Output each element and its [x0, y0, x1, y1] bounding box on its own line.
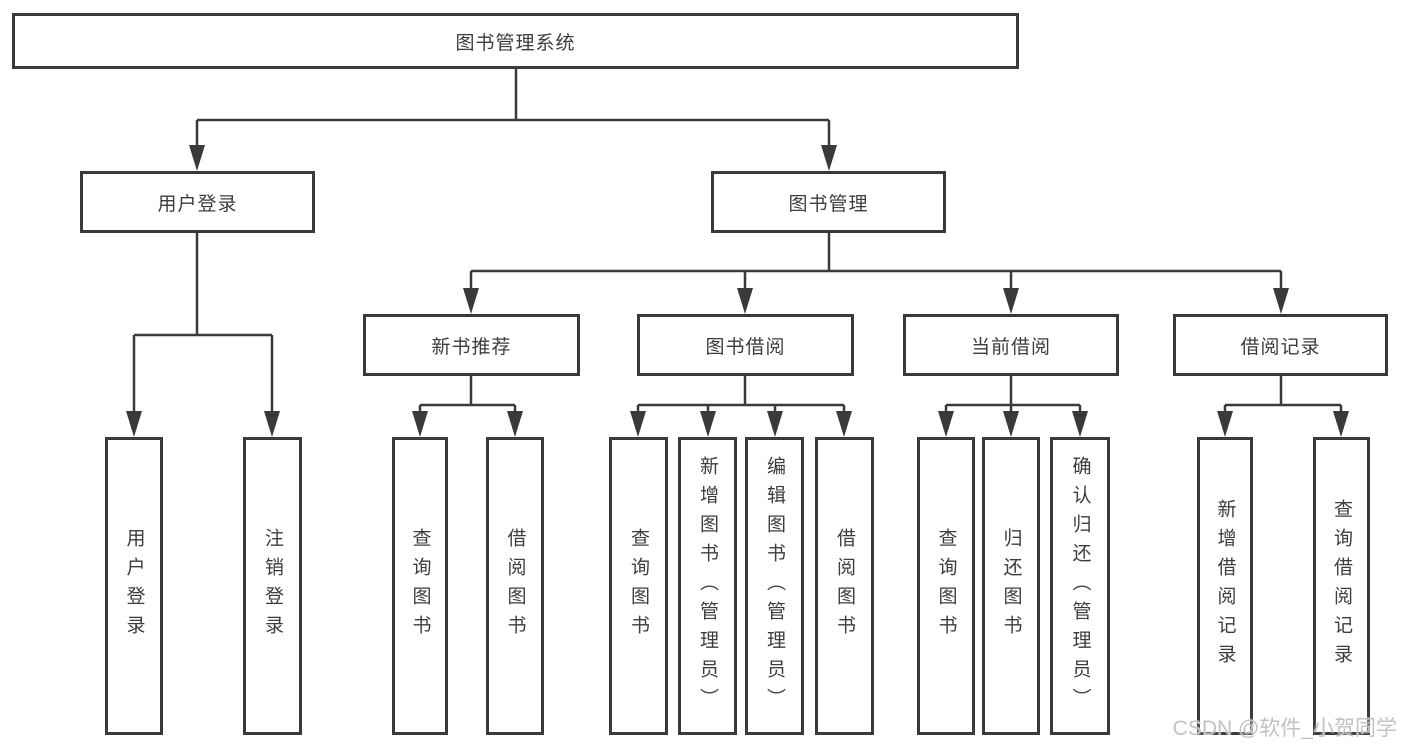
- node-user-login-label: 用户登录: [157, 193, 238, 215]
- arrowhead-icon: [189, 145, 205, 171]
- node-current-borrowing-label: 当前借阅: [970, 336, 1051, 358]
- arrowhead-icon: [507, 411, 523, 437]
- arrowhead-icon: [767, 411, 783, 437]
- arrowhead-icon: [1003, 288, 1019, 314]
- node-bb-query-books: 查询图书: [609, 437, 668, 735]
- arrowhead-icon: [1003, 411, 1019, 437]
- node-cb-confirm-return-admin-label: 确认归还（管理员）: [1069, 455, 1091, 717]
- node-cb-return-books: 归还图书: [982, 437, 1040, 735]
- node-user-login: 用户登录: [80, 171, 315, 233]
- node-rec-borrow-books: 借阅图书: [486, 437, 544, 735]
- arrowhead-icon: [1273, 288, 1289, 314]
- arrowhead-icon: [412, 411, 428, 437]
- connector-newbookrec-to-children: [418, 376, 517, 415]
- arrowhead-icon: [1333, 411, 1349, 437]
- node-borrowing-records: 借阅记录: [1173, 314, 1388, 376]
- node-rec-query-books: 查询图书: [392, 437, 448, 735]
- connector-userlogin-to-children: [132, 233, 274, 415]
- arrowhead-icon: [700, 411, 716, 437]
- connector-root-to-level2: [195, 69, 831, 150]
- arrowhead-icon: [737, 288, 753, 314]
- arrowheads: [126, 145, 1349, 437]
- node-book-borrowing: 图书借阅: [637, 314, 854, 376]
- node-cb-query-books: 查询图书: [917, 437, 975, 735]
- arrowhead-icon: [1072, 411, 1088, 437]
- node-bb-add-books-admin-label: 新增图书（管理员）: [697, 455, 718, 717]
- node-logout-action: 注销登录: [243, 437, 302, 735]
- node-user-login-action: 用户登录: [105, 437, 163, 735]
- connector-borrowrecords-to-children: [1223, 376, 1343, 415]
- node-br-query-record: 查询借阅记录: [1313, 437, 1370, 735]
- node-book-management: 图书管理: [711, 171, 946, 233]
- node-br-add-record: 新增借阅记录: [1197, 437, 1253, 735]
- connector-bookmgmt-to-level3: [469, 233, 1283, 292]
- node-br-add-record-label: 新增借阅记录: [1214, 499, 1236, 673]
- arrowhead-icon: [463, 288, 479, 314]
- node-bb-borrow-books: 借阅图书: [815, 437, 874, 735]
- arrowhead-icon: [938, 411, 954, 437]
- node-new-book-recommendation: 新书推荐: [363, 314, 580, 376]
- connector-currentborrow-to-children: [944, 376, 1082, 415]
- node-user-login-action-label: 用户登录: [123, 528, 145, 644]
- node-logout-action-label: 注销登录: [262, 528, 283, 644]
- node-current-borrowing: 当前借阅: [903, 314, 1119, 376]
- node-cb-query-books-label: 查询图书: [935, 528, 957, 644]
- arrowhead-icon: [836, 411, 852, 437]
- connector-bookborrow-to-children: [636, 376, 846, 415]
- node-rec-query-books-label: 查询图书: [409, 528, 431, 644]
- csdn-watermark: CSDN @软件_小贺同学: [1172, 717, 1397, 740]
- node-new-book-recommendation-label: 新书推荐: [431, 336, 512, 358]
- node-cb-confirm-return-admin: 确认归还（管理员）: [1050, 437, 1110, 735]
- arrowhead-icon: [264, 411, 280, 437]
- arrowhead-icon: [821, 145, 837, 171]
- node-cb-return-books-label: 归还图书: [1000, 528, 1022, 644]
- node-book-management-label: 图书管理: [788, 193, 869, 215]
- node-rec-borrow-books-label: 借阅图书: [504, 528, 526, 644]
- node-bb-add-books-admin: 新增图书（管理员）: [678, 437, 737, 735]
- node-bb-edit-books-admin: 编辑图书（管理员）: [745, 437, 804, 735]
- node-bb-edit-books-admin-label: 编辑图书（管理员）: [764, 455, 785, 717]
- node-book-borrowing-label: 图书借阅: [705, 336, 786, 358]
- node-bb-query-books-label: 查询图书: [628, 528, 649, 644]
- node-bb-borrow-books-label: 借阅图书: [834, 528, 855, 644]
- node-root: 图书管理系统: [12, 13, 1019, 69]
- node-root-label: 图书管理系统: [455, 32, 576, 54]
- node-borrowing-records-label: 借阅记录: [1240, 336, 1321, 358]
- arrowhead-icon: [630, 411, 646, 437]
- arrowhead-icon: [126, 411, 142, 437]
- node-br-query-record-label: 查询借阅记录: [1331, 499, 1352, 673]
- arrowhead-icon: [1217, 411, 1233, 437]
